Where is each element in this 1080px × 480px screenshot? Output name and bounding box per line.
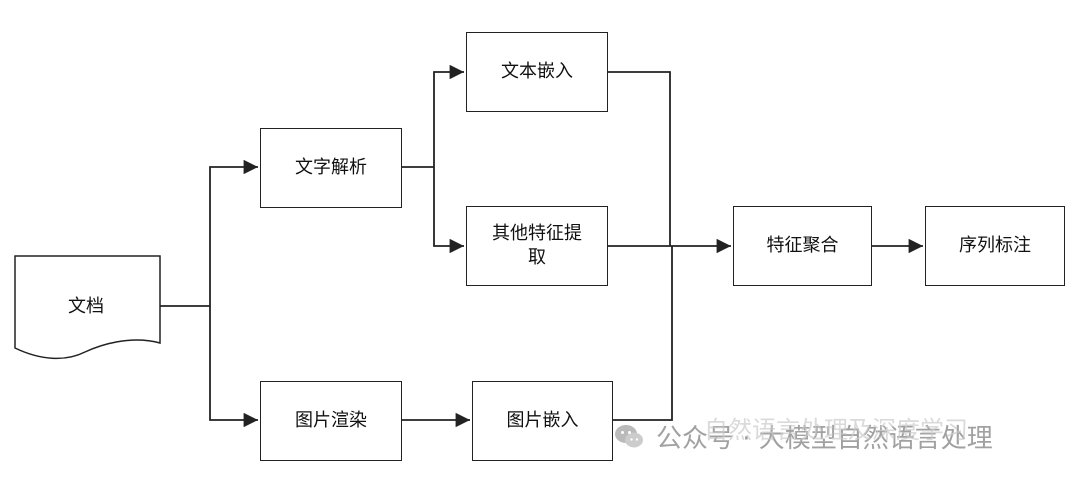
edge-text-embed-to-merge [608, 71, 671, 246]
node-feature-agg-label: 特征聚合 [766, 234, 839, 256]
node-other-features-label: 其他特征提取 [492, 222, 582, 268]
node-text-parse: 文字解析 [260, 128, 402, 208]
edge-text-parse-to-text-embed [433, 64, 464, 167]
node-image-embed-label: 图片嵌入 [506, 409, 579, 431]
watermark-ghost-text: 自然语言处理及深度学习 [704, 416, 968, 444]
node-text-parse-label: 文字解析 [295, 156, 367, 178]
node-feature-agg: 特征聚合 [733, 206, 872, 286]
edge-doc-to-text-parse [209, 159, 258, 306]
node-document-label: 文档 [68, 296, 104, 317]
edge-text-parse-to-other-features [433, 167, 464, 254]
document-shape [14, 255, 161, 360]
node-sequence-label: 序列标注 [925, 206, 1065, 286]
node-image-render: 图片渲染 [260, 381, 402, 461]
wechat-icon [615, 424, 643, 447]
node-image-render-label: 图片渲染 [295, 409, 367, 431]
watermark-text: 公众号 · 大模型自然语言处理 [656, 424, 993, 454]
watermark: 公众号 · 大模型自然语言处理 自然语言处理及深度学习 [612, 416, 993, 455]
node-text-embed: 文本嵌入 [466, 32, 608, 112]
node-text-embed-label: 文本嵌入 [501, 60, 573, 82]
edge-doc-to-image-render [209, 306, 258, 428]
edge-image-embed-to-merge [613, 246, 673, 421]
node-sequence-label-label: 序列标注 [959, 234, 1031, 256]
node-image-embed: 图片嵌入 [472, 381, 613, 461]
node-other-features: 其他特征提取 [466, 206, 608, 286]
